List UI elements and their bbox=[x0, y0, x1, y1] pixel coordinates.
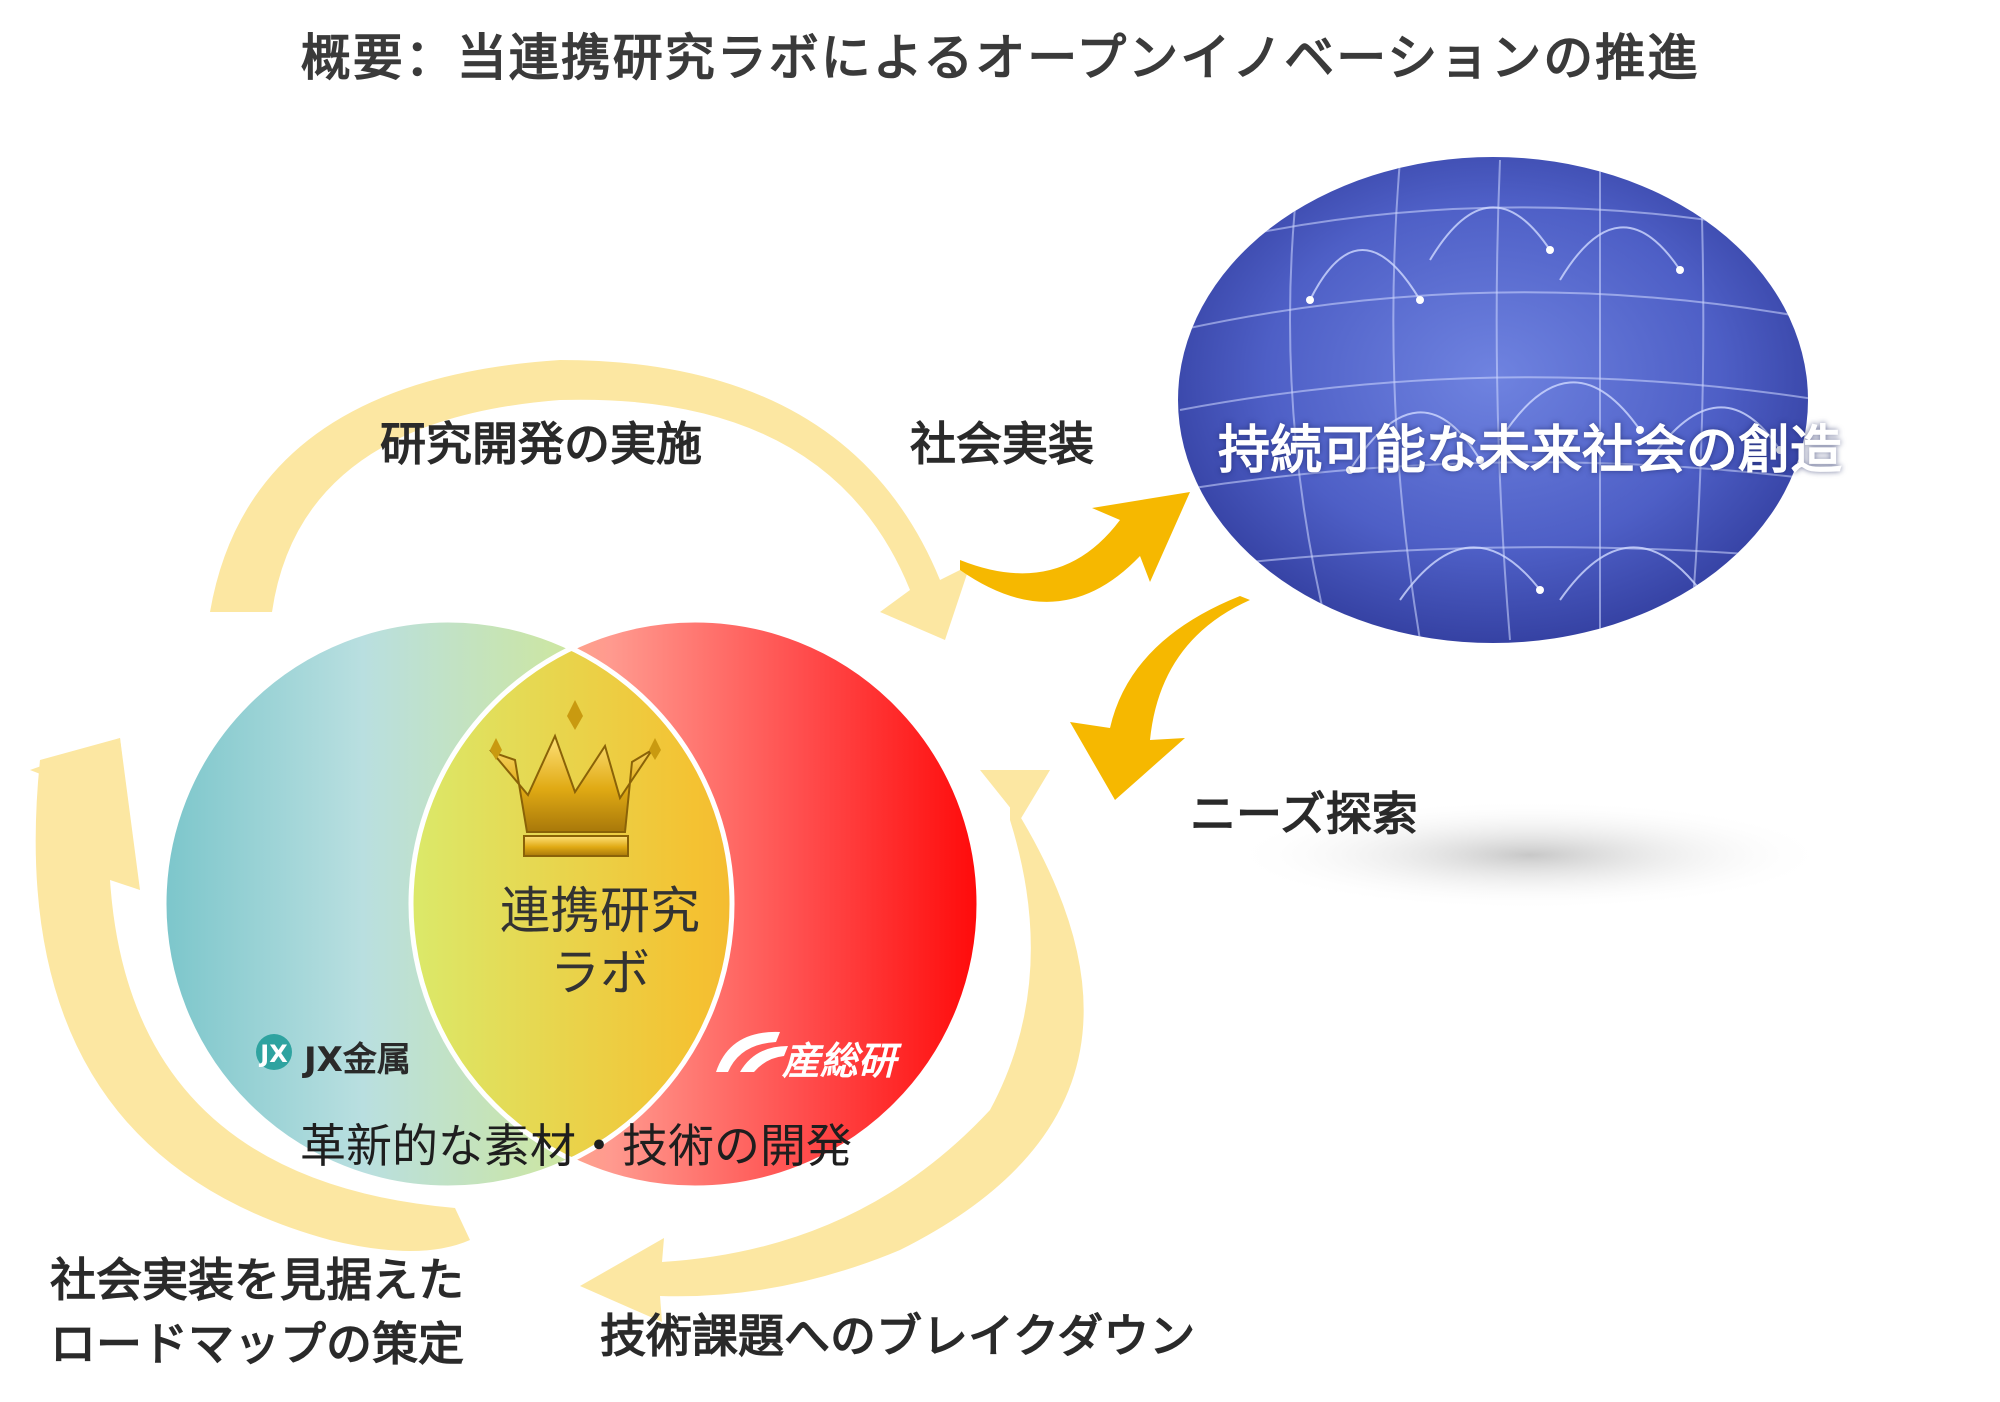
label-social-implementation: 社会実装 bbox=[910, 417, 1094, 471]
label-lab-line2: ラボ bbox=[550, 944, 650, 1002]
globe-network-icon bbox=[1178, 157, 1808, 643]
label-breakdown: 技術課題へのブレイクダウン bbox=[600, 1309, 1196, 1363]
page-title: 概要：当連携研究ラボによるオープンイノベーションの推進 bbox=[300, 29, 1700, 87]
label-development: 革新的な素材・技術の開発 bbox=[300, 1119, 852, 1173]
jx-logo-icon: JX bbox=[256, 1034, 292, 1070]
needs-exploration-arrow bbox=[1070, 596, 1250, 800]
social-implementation-arrow bbox=[960, 492, 1190, 602]
label-roadmap-line1: 社会実装を見据えた bbox=[50, 1253, 464, 1307]
label-lab-line1: 連携研究 bbox=[500, 882, 700, 940]
label-research-development: 研究開発の実施 bbox=[380, 417, 702, 471]
label-roadmap-line2: ロードマップの策定 bbox=[50, 1317, 464, 1371]
crown-icon bbox=[488, 700, 661, 857]
jx-logo-name: JX金属 bbox=[304, 1040, 411, 1080]
aist-logo-name: 産総研 bbox=[782, 1039, 897, 1083]
label-needs-exploration: ニーズ探索 bbox=[1190, 787, 1418, 841]
label-future-society: 持続可能な未来社会の創造 bbox=[1218, 421, 1843, 481]
jx-logo-mark: JX bbox=[258, 1040, 288, 1068]
cycle-arrow-left bbox=[30, 738, 471, 1251]
cycle-arrow-top bbox=[210, 360, 970, 640]
aist-logo-icon bbox=[716, 1031, 788, 1072]
label-collaboration-lab: 連携研究 ラボ bbox=[440, 880, 760, 1004]
cycle-arrow-right bbox=[580, 770, 1084, 1322]
label-roadmap: 社会実装を見据えた ロードマップの策定 bbox=[50, 1248, 464, 1376]
globe-shadow bbox=[1230, 800, 1830, 910]
